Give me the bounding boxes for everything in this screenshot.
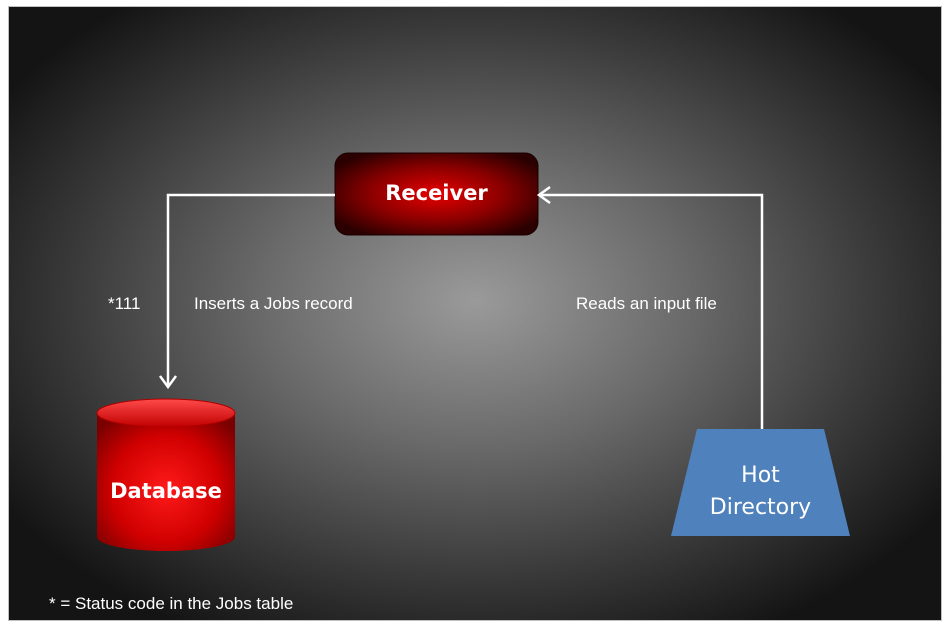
hot-directory-line-1: Hot (741, 463, 780, 488)
receiver-arrowhead (536, 185, 551, 205)
hot-directory-label: Hot Directory (671, 460, 850, 524)
reads-label: Reads an input file (576, 294, 717, 313)
diagram-slide: Receiver Database Hot Directory *111 Ins… (8, 6, 942, 621)
receiver-to-database-connector (166, 193, 335, 385)
diagram-canvas (96, 152, 850, 551)
database-node (96, 398, 236, 551)
receiver-label: Receiver (385, 181, 488, 205)
hot-directory-node (671, 429, 850, 536)
inserts-label: Inserts a Jobs record (194, 294, 353, 313)
database-arrowhead (158, 375, 178, 390)
hot-directory-line-2: Directory (709, 495, 812, 520)
database-label: Database (110, 479, 222, 503)
footnote: * = Status code in the Jobs table (49, 594, 294, 613)
status-code-label: *111 (108, 294, 141, 313)
hotdir-to-receiver-connector (540, 193, 764, 429)
